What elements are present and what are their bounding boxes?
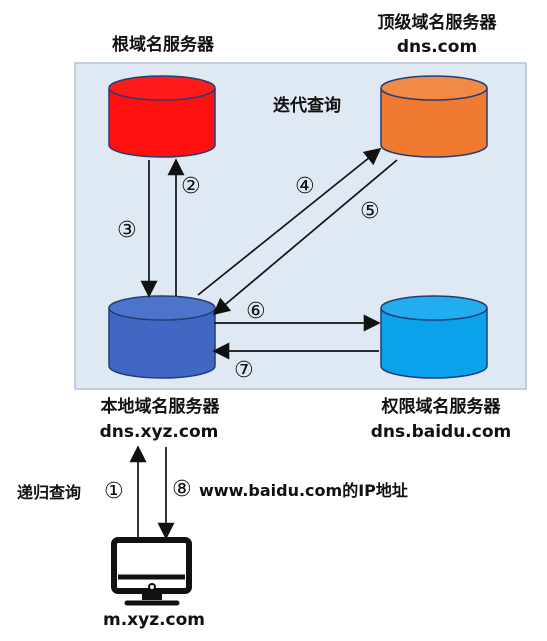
client-host-label: m.xyz.com <box>102 610 206 630</box>
step-5-marker: ⑤ <box>360 199 380 224</box>
authoritative-server-title: 权限域名服务器 <box>381 397 501 417</box>
step-7-marker: ⑦ <box>234 358 254 383</box>
local-server-title: 本地域名服务器 <box>100 397 220 417</box>
authoritative-server-domain: dns.baidu.com <box>370 422 512 442</box>
tld-server-domain: dns.com <box>396 37 478 57</box>
step-2-marker: ② <box>181 174 201 199</box>
step-8-marker: ⑧ <box>172 477 192 502</box>
local-server-domain: dns.xyz.com <box>99 422 219 442</box>
step-3-marker: ③ <box>117 218 137 243</box>
answer-label: www.baidu.com的IP地址 <box>199 481 408 500</box>
arrow-step-4 <box>197 147 382 296</box>
iterative-query-label: 迭代查询 <box>273 96 341 116</box>
tld-database <box>380 75 488 158</box>
tld-server-title: 顶级域名服务器 <box>377 13 497 33</box>
root-database <box>108 75 216 158</box>
step-4-marker: ④ <box>295 174 315 199</box>
recursive-query-label: 递归查询 <box>17 483 82 502</box>
arrow-step-5 <box>212 159 398 316</box>
step-1-marker: ① <box>104 479 124 504</box>
computer-monitor-icon <box>111 537 192 606</box>
step-6-marker: ⑥ <box>246 299 266 324</box>
local-database <box>108 295 216 379</box>
root-server-label: 根域名服务器 <box>112 35 214 55</box>
authoritative-database <box>380 295 488 379</box>
